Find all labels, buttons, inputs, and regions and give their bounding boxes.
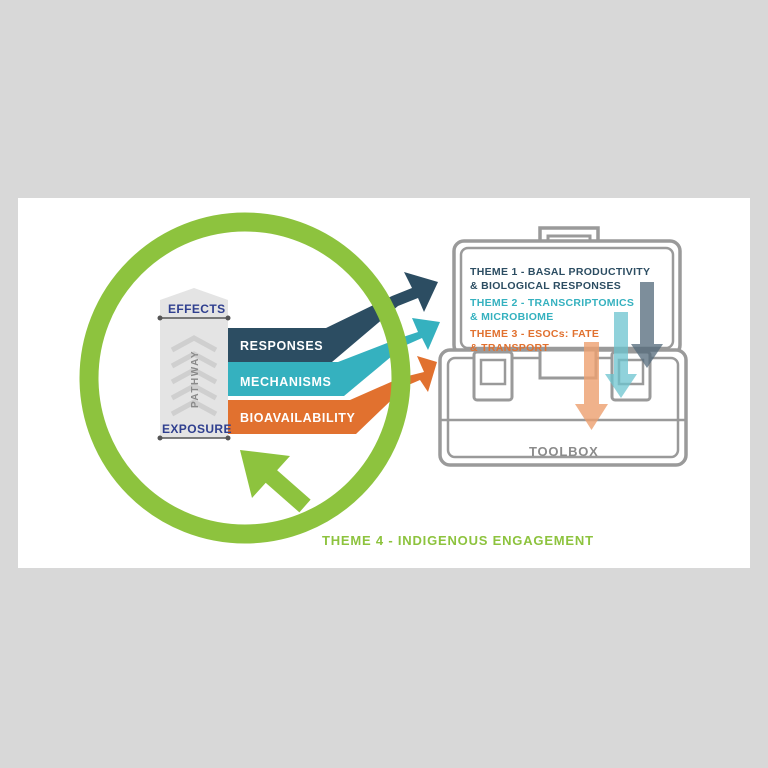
theme4-label: THEME 4 - INDIGENOUS ENGAGEMENT <box>322 533 594 548</box>
mechanisms-label: MECHANISMS <box>240 375 331 389</box>
theme4-cycle <box>79 212 411 544</box>
bioavailability-band <box>228 356 437 434</box>
theme3-subtitle: & TRANSPORT <box>470 342 549 354</box>
cycle-arrowhead <box>240 450 290 498</box>
exposure-label: EXPOSURE <box>162 422 232 436</box>
theme1-down-arrow <box>631 282 663 368</box>
toolbox-handle <box>538 226 600 248</box>
pathway-label: PATHWAY <box>190 350 201 408</box>
toolbox-latch-left <box>472 350 514 402</box>
engagement-ring <box>79 212 411 544</box>
theme1-title: THEME 1 - BASAL PRODUCTIVITY <box>470 266 650 278</box>
effects-label: EFFECTS <box>168 302 225 316</box>
toolbox-label: TOOLBOX <box>529 444 599 459</box>
mechanisms-band <box>228 318 440 396</box>
theme3-title: THEME 3 - ESOCs: FATE <box>470 328 599 340</box>
pathway-bands <box>228 272 440 434</box>
theme2-title: THEME 2 - TRANSCRIPTOMICS <box>470 297 634 309</box>
toolbox-arrows <box>575 282 663 430</box>
theme1-subtitle: & BIOLOGICAL RESPONSES <box>470 280 621 292</box>
responses-band <box>228 272 438 362</box>
responses-label: RESPONSES <box>240 339 323 353</box>
bioavailability-label: BIOAVAILABILITY <box>240 411 356 425</box>
theme2-subtitle: & MICROBIOME <box>470 311 554 323</box>
pathway-bar <box>160 288 228 438</box>
theme3-down-arrow <box>575 342 608 430</box>
theme2-down-arrow <box>605 312 637 398</box>
pathway-column <box>157 288 231 441</box>
